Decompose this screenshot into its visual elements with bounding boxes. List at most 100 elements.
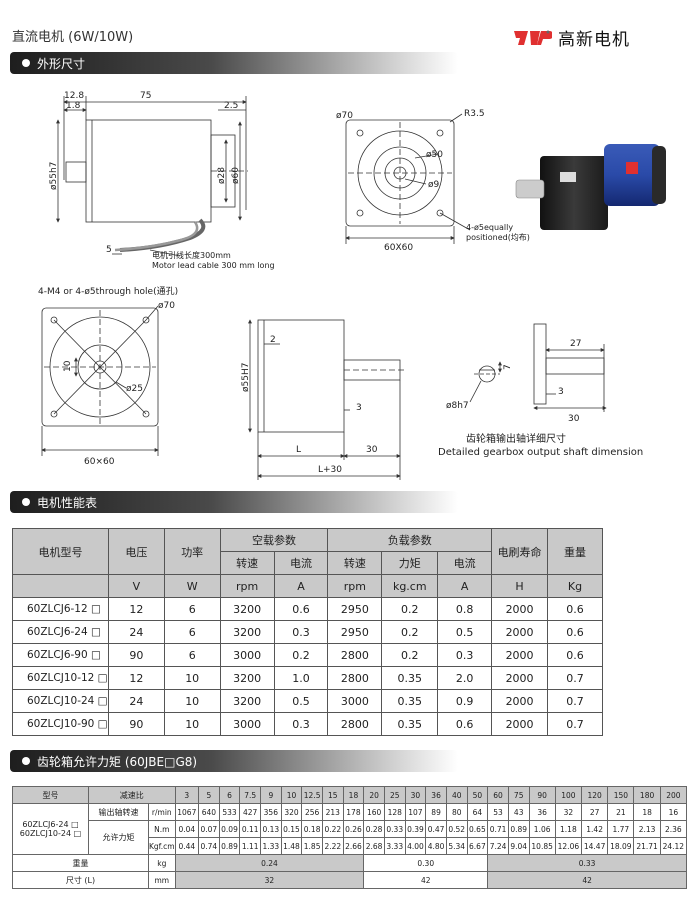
size-cell: 42	[363, 871, 489, 889]
unit-cell: rpm	[219, 574, 275, 598]
value-cell: 2000	[491, 689, 549, 713]
ratio-cell: 36	[425, 786, 447, 804]
value-cell: 0.6	[437, 712, 493, 736]
value-cell: 64	[466, 803, 489, 821]
svg-text:10: 10	[63, 360, 73, 372]
value-cell: 2.68	[363, 837, 385, 855]
ratio-cell: 25	[383, 786, 406, 804]
size-cell: 32	[174, 871, 365, 889]
value-cell: 0.2	[381, 643, 439, 667]
svg-text:齿轮箱输出轴详细尺寸: 齿轮箱输出轴详细尺寸	[466, 432, 566, 445]
value-cell: 1.42	[580, 820, 609, 838]
weight-cell: 0.30	[363, 854, 489, 872]
model-name: 60ZLCJ10-24 □	[19, 829, 82, 838]
gearbox-side-view	[248, 319, 404, 480]
ratio-cell: 6	[218, 786, 241, 804]
value-cell: 10	[163, 689, 221, 713]
value-cell: 128	[383, 803, 406, 821]
ratio-cell: 200	[659, 786, 688, 804]
value-cell: 1.85	[301, 837, 323, 855]
value-cell: 3000	[327, 689, 383, 713]
units-spacer	[12, 574, 109, 598]
svg-text:ø28: ø28	[217, 167, 227, 184]
motor-front-labels: ø70 R3.5 ø50 ø9 60X60 4-ø5equally positi…	[336, 109, 530, 253]
size-cell: 42	[487, 871, 687, 889]
svg-text:ø50: ø50	[426, 150, 443, 160]
value-cell: 178	[342, 803, 365, 821]
svg-text:1.8: 1.8	[66, 101, 81, 111]
svg-text:3: 3	[558, 387, 564, 397]
bullet-icon	[22, 59, 30, 67]
value-cell: 21	[607, 803, 635, 821]
unit-cell: A	[437, 574, 493, 598]
model-cell: 60ZLCJ10-12 □	[12, 666, 109, 690]
svg-text:电机引线长度300mm: 电机引线长度300mm	[152, 250, 231, 260]
bullet-icon	[22, 757, 30, 765]
value-cell: 1067	[174, 803, 200, 821]
value-cell: 0.89	[507, 820, 530, 838]
value-cell: 10	[163, 666, 221, 690]
model-cell: 60ZLCJ6-90 □	[12, 643, 109, 667]
ratio-cell: 10	[280, 786, 303, 804]
value-cell: 2.0	[437, 666, 493, 690]
value-cell: 2000	[491, 666, 549, 690]
value-cell: 640	[198, 803, 220, 821]
motor-side-labels: 12.8 1.8 75 2.5 ø55h7 ø28 ø60 5 电机引线长度30…	[49, 91, 275, 270]
value-cell: 5.34	[445, 837, 468, 855]
value-cell: 0.09	[218, 820, 241, 838]
value-cell: 1.48	[280, 837, 303, 855]
value-cell: 14.47	[580, 837, 609, 855]
unit-cell: W	[163, 574, 221, 598]
value-cell: 0.5	[273, 689, 329, 713]
value-cell: 0.2	[381, 597, 439, 621]
value-cell: 3200	[219, 620, 275, 644]
value-cell: 0.26	[342, 820, 365, 838]
ratio-cell: 150	[607, 786, 635, 804]
value-cell: 0.71	[487, 820, 509, 838]
value-cell: 0.89	[218, 837, 241, 855]
unit-cell: r/min	[148, 803, 176, 821]
col-header-life: 电刷寿命	[491, 528, 549, 575]
brand-name: 高新电机	[558, 30, 630, 50]
value-cell: 0.65	[466, 820, 489, 838]
ratio-cell: 12.5	[301, 786, 323, 804]
svg-text:27: 27	[570, 339, 581, 349]
svg-text:7: 7	[503, 364, 513, 370]
weight-cell: 0.33	[487, 854, 687, 872]
value-cell: 2.13	[633, 820, 661, 838]
value-cell: 0.3	[273, 620, 329, 644]
page-title: 直流电机 (6W/10W)	[12, 30, 134, 45]
value-cell: 2.66	[342, 837, 365, 855]
value-cell: 0.2	[273, 643, 329, 667]
ratio-cell: 180	[633, 786, 661, 804]
svg-text:ø8h7: ø8h7	[446, 401, 469, 411]
value-cell: 2000	[491, 620, 549, 644]
ratio-cell: 9	[260, 786, 282, 804]
value-cell: 2800	[327, 666, 383, 690]
shaft-detail	[469, 323, 607, 412]
value-cell: 0.04	[174, 820, 200, 838]
value-cell: 0.35	[381, 689, 439, 713]
value-cell: 0.74	[198, 837, 220, 855]
svg-text:ø55h7: ø55h7	[49, 162, 59, 190]
unit-cell: H	[491, 574, 549, 598]
value-cell: 3200	[219, 666, 275, 690]
svg-text:ø60: ø60	[231, 167, 241, 184]
col-header-weight: 重量	[547, 528, 603, 575]
value-cell: 24	[107, 689, 165, 713]
value-cell: 90	[107, 712, 165, 736]
value-cell: 9.04	[507, 837, 530, 855]
svg-text:ø55H7: ø55H7	[241, 363, 251, 392]
svg-text:3: 3	[356, 403, 362, 413]
value-cell: 0.28	[363, 820, 385, 838]
svg-text:positioned(均布): positioned(均布)	[466, 232, 530, 242]
model-cell: 60ZLCJ6-24 □	[12, 620, 109, 644]
col-header-power: 功率	[163, 528, 221, 575]
value-cell: 0.52	[445, 820, 468, 838]
